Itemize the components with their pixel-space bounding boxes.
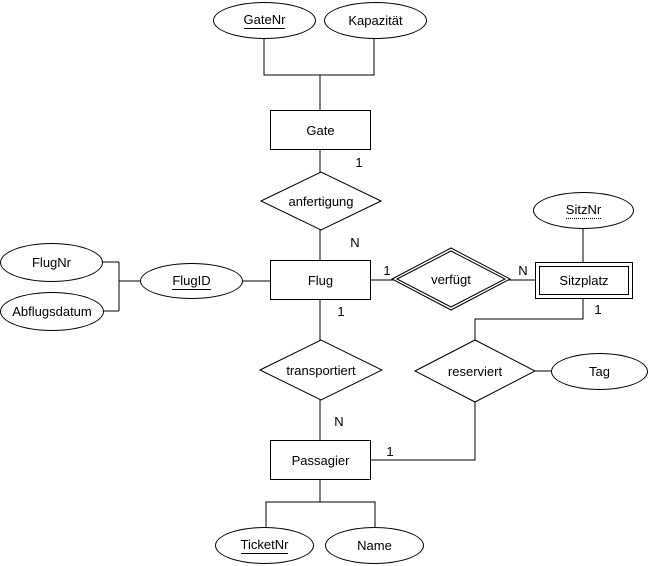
edge-gate-attributes xyxy=(263,37,375,112)
attribute-label: Kapazität xyxy=(348,13,403,28)
attribute-sitznr: SitzNr xyxy=(533,192,634,229)
attribute-name: Name xyxy=(325,527,424,564)
attribute-ticketnr: TicketNr xyxy=(215,527,314,564)
attribute-label: Abflugsdatum xyxy=(12,304,92,319)
attribute-label: SitzNr xyxy=(565,202,602,219)
entity-label: Flug xyxy=(307,272,334,288)
attribute-label: GateNr xyxy=(243,12,286,29)
attribute-label: TicketNr xyxy=(240,537,289,554)
attribute-kapazitaet: Kapazität xyxy=(324,2,427,39)
cardinality-gate-anfertigung: 1 xyxy=(355,155,363,170)
edge-sitzplatz-reserviert xyxy=(474,297,584,342)
entity-sitzplatz: Sitzplatz xyxy=(535,262,633,299)
attribute-label: Name xyxy=(357,538,392,553)
cardinality-sitzplatz-reserviert: 1 xyxy=(594,302,602,317)
entity-flug: Flug xyxy=(270,260,371,300)
edge-passagier-attributes xyxy=(265,478,376,529)
weak-entity-inner-border: Sitzplatz xyxy=(539,266,629,295)
entity-gate: Gate xyxy=(270,110,371,150)
entity-label: Gate xyxy=(306,122,335,138)
attribute-abflugsdatum: Abflugsdatum xyxy=(0,292,104,331)
entity-label: Passagier xyxy=(291,452,350,468)
attribute-label: FlugNr xyxy=(31,255,71,270)
cardinality-flug-verfuegt: 1 xyxy=(383,263,391,278)
edge-flug-attributes xyxy=(100,261,142,312)
relationship-transportiert-diamond xyxy=(258,339,384,401)
cardinality-anfertigung-flug: N xyxy=(350,235,360,250)
relationship-reserviert-diamond xyxy=(413,339,537,403)
cardinality-transportiert-passagier: N xyxy=(334,414,344,429)
cardinality-reserviert-passagier: 1 xyxy=(386,444,394,459)
cardinality-flug-transportiert: 1 xyxy=(337,304,345,319)
attribute-gatenr: GateNr xyxy=(213,2,316,39)
attribute-flugid: FlugID xyxy=(140,263,243,299)
attribute-flugnr: FlugNr xyxy=(0,243,103,282)
attribute-tag: Tag xyxy=(551,353,648,390)
cardinality-verfuegt-sitzplatz: N xyxy=(518,263,528,278)
attribute-label: FlugID xyxy=(172,272,211,290)
relationship-anfertigung-diamond xyxy=(259,171,383,231)
edge-reserviert-passagier xyxy=(369,400,476,461)
entity-label: Sitzplatz xyxy=(559,273,609,288)
entity-passagier: Passagier xyxy=(270,440,371,480)
attribute-label: Tag xyxy=(589,364,610,379)
relationship-verfuegt-diamond-inner xyxy=(395,250,507,308)
